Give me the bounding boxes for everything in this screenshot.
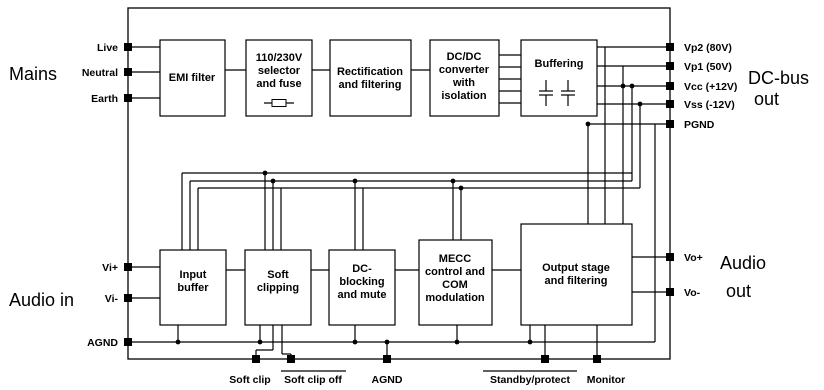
dc-blocking-label-2: blocking — [339, 276, 384, 288]
svg-text:and mute: and mute — [338, 289, 387, 301]
svg-text:control and: control and — [425, 266, 485, 278]
output-stage-label-2: and filtering — [545, 275, 608, 287]
svg-text:blocking: blocking — [339, 276, 384, 288]
rect-label-1: Rectification — [337, 66, 403, 78]
block-dcdc-converter: DC/DC converter with isolation — [429, 39, 500, 117]
mecc-label-2: control and — [425, 266, 485, 278]
svg-text:converter: converter — [439, 64, 490, 76]
svg-text:and filtering: and filtering — [339, 79, 402, 91]
svg-text:DC/DC: DC/DC — [447, 51, 482, 63]
soft-clipping-label-2: clipping — [257, 282, 299, 294]
svg-text:and fuse: and fuse — [256, 78, 301, 90]
block-selector-fuse: 110/230V selector and fuse — [245, 39, 313, 117]
pin-labels-right: Vp2 (80V) Vp1 (50V) Vcc (+12V) Vss (-12V… — [684, 42, 737, 299]
label-dcbus-1: DC-bus — [748, 68, 809, 88]
pin-standby-protect: Standby/protect — [490, 374, 570, 386]
block-dc-blocking: DC- blocking and mute — [328, 249, 396, 326]
pin-soft-clip-off: Soft clip off — [284, 374, 342, 386]
pin-live: Live — [97, 42, 118, 54]
pin-vp2: Vp2 (80V) — [684, 42, 732, 54]
svg-text:Rectification: Rectification — [337, 66, 403, 78]
svg-text:Buffering: Buffering — [535, 58, 584, 70]
svg-text:COM: COM — [442, 279, 468, 291]
pin-vss: Vss (-12V) — [684, 99, 735, 111]
pin-agnd-left: AGND — [87, 337, 118, 349]
svg-text:with: with — [452, 77, 475, 89]
selector-label-2: selector — [258, 65, 301, 77]
pin-vp1: Vp1 (50V) — [684, 61, 732, 73]
wires — [128, 46, 670, 372]
mecc-label-3: COM — [442, 279, 468, 291]
pin-vo-minus: Vo- — [684, 287, 701, 299]
dcdc-label-2: converter — [439, 64, 490, 76]
svg-text:buffer: buffer — [177, 282, 209, 294]
label-audio-out-1: Audio — [720, 253, 766, 273]
block-emi-filter: EMI filter — [159, 39, 226, 117]
pin-agnd-bottom: AGND — [372, 374, 403, 386]
pin-vi-minus: Vi- — [105, 293, 119, 305]
svg-text:DC-: DC- — [352, 263, 372, 275]
pin-vcc: Vcc (+12V) — [684, 81, 737, 93]
label-audio-in: Audio in — [9, 290, 74, 310]
connector-pads — [124, 43, 674, 363]
svg-text:EMI filter: EMI filter — [169, 72, 216, 84]
svg-text:isolation: isolation — [441, 90, 487, 102]
pin-neutral: Neutral — [82, 67, 118, 79]
svg-text:110/230V: 110/230V — [256, 52, 303, 64]
pin-earth: Earth — [91, 93, 118, 105]
group-labels: Mains DC-bus out Audio in Audio out — [9, 64, 809, 310]
svg-text:modulation: modulation — [425, 292, 485, 304]
svg-text:selector: selector — [258, 65, 301, 77]
pin-labels-bottom: Soft clip Soft clip off AGND Standby/pro… — [229, 374, 625, 386]
dc-blocking-label-3: and mute — [338, 289, 387, 301]
block-buffering: Buffering — [520, 39, 598, 117]
dcdc-label-4: isolation — [441, 90, 487, 102]
junction-dots — [175, 83, 643, 345]
emi-label-1: EMI filter — [169, 72, 216, 84]
svg-text:Soft: Soft — [267, 269, 289, 281]
pin-soft-clip: Soft clip — [229, 374, 270, 386]
svg-text:clipping: clipping — [257, 282, 299, 294]
fuse-icon — [264, 99, 294, 107]
pin-pgnd: PGND — [684, 119, 715, 131]
rect-label-2: and filtering — [339, 79, 402, 91]
mecc-label-1: MECC — [439, 253, 471, 265]
input-buffer-label-1: Input — [180, 269, 207, 281]
capacitor-icon — [539, 80, 575, 106]
pin-vo-plus: Vo+ — [684, 252, 703, 264]
selector-label-1: 110/230V — [256, 52, 303, 64]
soft-clipping-label-1: Soft — [267, 269, 289, 281]
input-buffer-label-2: buffer — [177, 282, 209, 294]
selector-label-3: and fuse — [256, 78, 301, 90]
label-audio-out-2: out — [726, 281, 751, 301]
svg-text:Input: Input — [180, 269, 207, 281]
label-mains: Mains — [9, 64, 57, 84]
label-dcbus-2: out — [754, 89, 779, 109]
output-stage-label-1: Output stage — [542, 262, 610, 274]
block-soft-clipping: Soft clipping — [244, 249, 312, 326]
pin-labels-left: Live Neutral Earth Vi+ Vi- AGND — [82, 42, 119, 349]
module-outline — [127, 7, 671, 360]
buffering-label: Buffering — [535, 58, 584, 70]
pin-vi-plus: Vi+ — [102, 262, 118, 274]
pin-monitor: Monitor — [587, 374, 626, 386]
block-output-stage: Output stage and filtering — [520, 223, 633, 326]
svg-text:Output stage: Output stage — [542, 262, 610, 274]
dc-blocking-label-1: DC- — [352, 263, 372, 275]
mecc-label-4: modulation — [425, 292, 485, 304]
block-input-buffer: Input buffer — [159, 249, 227, 326]
svg-text:and filtering: and filtering — [545, 275, 608, 287]
block-mecc: MECC control and COM modulation — [418, 239, 493, 326]
dcdc-label-1: DC/DC — [447, 51, 482, 63]
dcdc-label-3: with — [452, 77, 475, 89]
svg-text:MECC: MECC — [439, 253, 471, 265]
block-rectification: Rectification and filtering — [329, 39, 412, 117]
